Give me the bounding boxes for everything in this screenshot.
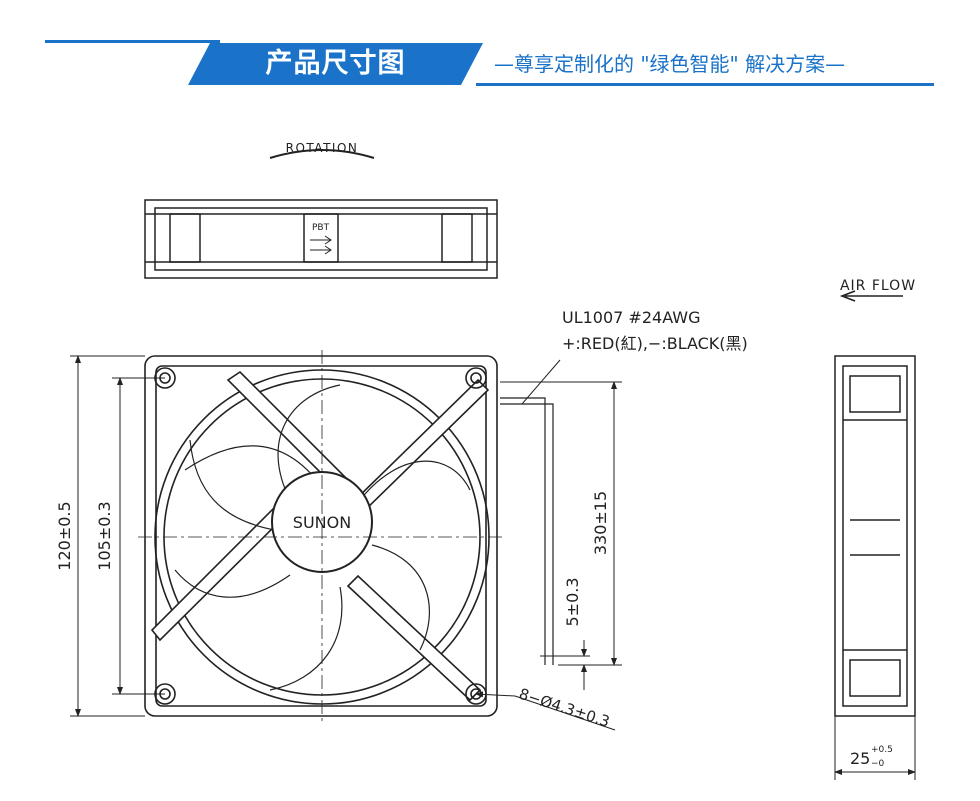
frame-outer: [144, 355, 498, 717]
dim-cable-length-label: 330±15: [591, 491, 610, 555]
dim-depth-label: 25: [850, 749, 870, 768]
top-view: ROTATION PBT: [144, 141, 498, 279]
header-line-left: [45, 40, 220, 43]
page-title: 产品尺寸图: [265, 48, 406, 79]
front-view: SUNON: [138, 350, 554, 722]
top-frame-inner: [154, 207, 488, 271]
page-subtitle: —尊享定制化的 "绿色智能" 解决方案—: [494, 52, 846, 76]
header: 产品尺寸图 —尊享定制化的 "绿色智能" 解决方案—: [0, 0, 980, 100]
top-frame-outer: [144, 199, 498, 279]
dim-depth-tol-upper: +0.5: [871, 745, 893, 755]
fan-blades: [174, 384, 471, 691]
dim-outer-label: 120±0.5: [55, 501, 74, 570]
airflow-label: AIR FLOW: [840, 278, 916, 294]
fan-hub: [271, 471, 373, 573]
front-dimensions: [70, 355, 622, 731]
dim-strip-length-label: 5±0.3: [563, 577, 582, 626]
dim-depth-tol-lower: −0: [871, 759, 885, 769]
cable-spec-label: UL1007 #24AWG: [562, 308, 700, 327]
subtitle-underline: [476, 83, 934, 86]
side-view: AIR FLOW: [834, 278, 916, 780]
dim-holes-label: 8−Ø4.3±0.3: [517, 685, 612, 731]
rotation-label: ROTATION: [286, 141, 359, 155]
dim-hole-spacing-label: 105±0.3: [95, 501, 114, 570]
rotation-arc: [269, 149, 375, 159]
brand-label: SUNON: [293, 513, 351, 532]
frame-inner: [155, 365, 487, 707]
cable-colors-label: +:RED(紅),−:BLACK(黑): [562, 334, 748, 353]
side-frame-outer: [834, 355, 916, 717]
airflow-arrow: [839, 290, 903, 302]
title-banner: [188, 43, 483, 85]
pbt-label: PBT: [312, 223, 330, 233]
